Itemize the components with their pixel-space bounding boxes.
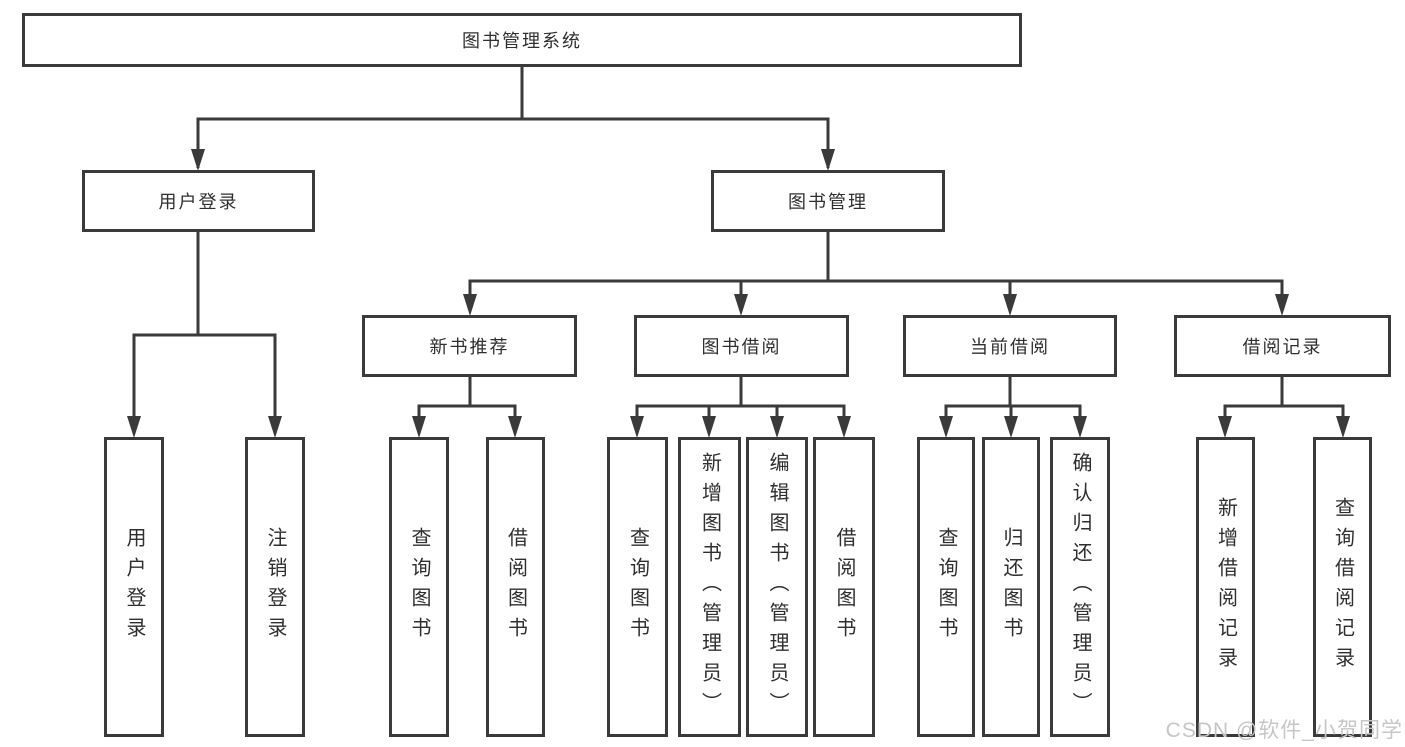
arrowhead — [1218, 416, 1232, 438]
leaf-query-borrow-record: 查询借阅记录 — [1313, 437, 1372, 737]
leaf-user-login: 用户登录 — [104, 437, 164, 737]
leaf-borrow-book-2: 借阅图书 — [813, 437, 875, 737]
arrowhead — [702, 416, 716, 438]
leaf-query-book-3: 查询图书 — [917, 437, 975, 737]
arrowhead — [1003, 294, 1017, 316]
node-new-book-recommend: 新书推荐 — [362, 315, 577, 377]
leaf-label: 用户登录 — [123, 527, 145, 647]
leaf-borrow-book-1: 借阅图书 — [486, 437, 545, 737]
arrowhead — [191, 149, 205, 171]
arrowhead — [939, 416, 953, 438]
node-current-borrow: 当前借阅 — [903, 315, 1117, 377]
connector-level3-rail — [468, 279, 1284, 296]
arrowhead — [127, 416, 141, 438]
arrowhead — [770, 416, 784, 438]
node-label: 新书推荐 — [429, 337, 510, 357]
arrowhead — [734, 294, 748, 316]
node-borrow-records: 借阅记录 — [1174, 315, 1391, 377]
arrowhead — [412, 416, 426, 438]
leaf-label: 归还图书 — [1000, 527, 1022, 647]
leaf-label: 注销登录 — [264, 527, 286, 647]
leaf-edit-book-admin: 编辑图书（管理员） — [746, 437, 808, 737]
node-book-management: 图书管理 — [711, 170, 945, 232]
arrowhead — [463, 294, 477, 316]
node-user-login: 用户登录 — [82, 170, 315, 232]
node-label: 图书借阅 — [701, 337, 782, 357]
node-label: 当前借阅 — [970, 337, 1050, 357]
arrowhead — [268, 416, 282, 438]
arrowhead — [1275, 294, 1289, 316]
connector-book-borrow-rail — [635, 404, 846, 418]
connector-current-borrow-rail — [944, 404, 1082, 418]
leaf-return-book: 归还图书 — [982, 437, 1040, 737]
node-book-borrow: 图书借阅 — [634, 315, 849, 377]
leaf-add-book-admin: 新增图书（管理员） — [678, 437, 741, 737]
leaf-label: 新增借阅记录 — [1214, 497, 1237, 677]
node-root-library-system: 图书管理系统 — [22, 13, 1022, 67]
leaf-label: 查询图书 — [408, 527, 430, 647]
leaf-query-book-2: 查询图书 — [607, 437, 668, 737]
leaf-label: 借阅图书 — [504, 527, 527, 647]
leaf-label: 确认归还（管理员） — [1069, 452, 1091, 722]
arrowhead — [837, 416, 851, 438]
arrowhead — [630, 416, 644, 438]
leaf-label: 借阅图书 — [833, 527, 855, 647]
leaf-logout: 注销登录 — [245, 437, 305, 737]
leaf-confirm-return-admin: 确认归还（管理员） — [1050, 437, 1110, 737]
leaf-add-borrow-record: 新增借阅记录 — [1196, 437, 1255, 737]
arrowhead — [1004, 416, 1018, 438]
leaf-label: 新增图书（管理员） — [698, 452, 721, 722]
connector-borrow-record-rail — [1223, 404, 1345, 418]
node-label: 图书管理系统 — [462, 31, 582, 51]
connector-new-book-rail — [417, 404, 517, 418]
arrowhead — [508, 416, 522, 438]
connector-user-login-rail — [132, 333, 277, 417]
leaf-label: 编辑图书（管理员） — [766, 452, 788, 722]
leaf-label: 查询图书 — [935, 527, 957, 647]
node-label: 图书管理 — [788, 192, 868, 212]
connector-level2-rail — [196, 117, 830, 168]
arrowhead — [821, 149, 835, 171]
watermark: CSDN @软件_小贺同学 — [1165, 719, 1403, 742]
arrowhead — [1336, 416, 1350, 438]
leaf-label: 查询借阅记录 — [1331, 497, 1354, 677]
node-label: 用户登录 — [158, 192, 239, 212]
arrowhead — [1073, 416, 1087, 438]
leaf-label: 查询图书 — [626, 527, 649, 647]
leaf-query-book-1: 查询图书 — [389, 437, 449, 737]
node-label: 借阅记录 — [1242, 337, 1323, 357]
